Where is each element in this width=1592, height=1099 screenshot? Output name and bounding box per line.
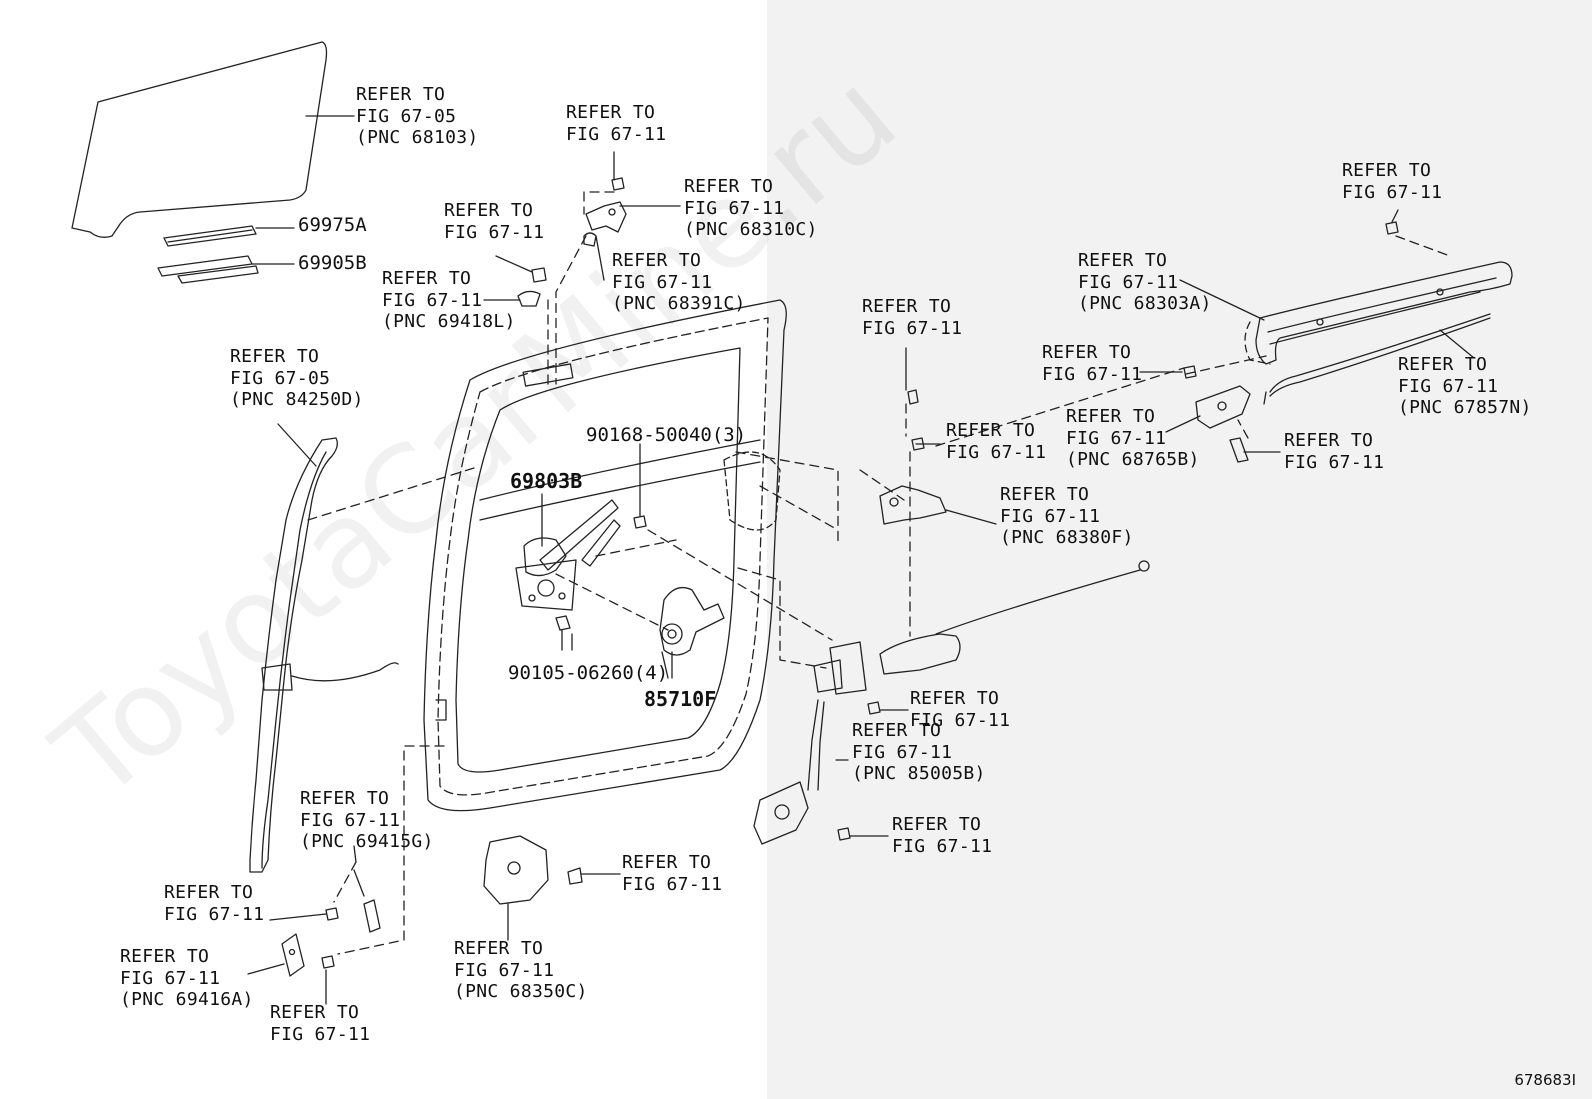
part-number-90105-06260: 90105-06260(4) [508, 662, 669, 684]
rail-bolt-top [1386, 222, 1398, 234]
ref-label-top-bolt: REFER TO FIG 67-11 [566, 102, 667, 145]
ref-label-upper-hinge: REFER TO FIG 67-11 (PNC 68310C) [684, 176, 818, 240]
part-number-85710F: 85710F [644, 687, 717, 711]
glass-run-channel-b [158, 256, 258, 283]
assembly-guide-lines [308, 192, 1450, 954]
figure-id: 678683I [1514, 1071, 1576, 1089]
ref-label-lower-hinge-bolt: REFER TO FIG 67-11 [622, 852, 723, 895]
roller-part [1184, 366, 1250, 462]
regulator-bolt-lower [556, 616, 570, 650]
ref-label-roller: REFER TO FIG 67-11 (PNC 68765B) [1066, 406, 1200, 470]
door-striker-part [354, 870, 380, 932]
ref-label-bottom-bolt-bottom: REFER TO FIG 67-11 [270, 1002, 371, 1045]
ref-label-stopper: REFER TO FIG 67-11 (PNC 69418L) [382, 268, 516, 332]
stopper-part [518, 268, 546, 306]
ref-label-roller-pin: REFER TO FIG 67-11 [1284, 430, 1385, 473]
lower-hinge-part [484, 836, 582, 904]
ref-label-striker: REFER TO FIG 67-11 (PNC 69415G) [300, 788, 434, 852]
upper-rail-part [1245, 262, 1512, 364]
glass-run-channel-a [164, 226, 256, 246]
bottom-plate-part [282, 908, 338, 976]
ref-label-lock: REFER TO FIG 67-11 (PNC 85005B) [852, 720, 986, 784]
rail-cable-part [1264, 314, 1490, 404]
ref-label-bottom-bolt-top: REFER TO FIG 67-11 [164, 882, 265, 925]
upper-hinge-part [584, 178, 626, 246]
ref-label-upper-rail: REFER TO FIG 67-11 (PNC 68303A) [1078, 250, 1212, 314]
door-panel-part [424, 300, 786, 811]
part-number-69905B: 69905B [298, 252, 367, 274]
part-number-90168-50040: 90168-50040(3) [586, 424, 747, 446]
ref-label-lower-hinge: REFER TO FIG 67-11 (PNC 68350C) [454, 938, 588, 1002]
door-weatherstrip-part [250, 438, 398, 872]
ref-label-hinge-pin: REFER TO FIG 67-11 (PNC 68391C) [612, 250, 746, 314]
ref-label-lock-lower-bolt: REFER TO FIG 67-11 [892, 814, 993, 857]
part-number-69975A: 69975A [298, 214, 367, 236]
ref-label-left-bolt: REFER TO FIG 67-11 [444, 200, 545, 243]
window-regulator-motor-part [660, 588, 724, 678]
lock-bolts [838, 702, 880, 840]
window-regulator-part [516, 500, 620, 610]
ref-label-mid-bolt: REFER TO FIG 67-11 [862, 296, 963, 339]
leader-lines [248, 116, 1474, 1004]
ref-label-rail-bolt-top: REFER TO FIG 67-11 [1342, 160, 1443, 203]
door-lock-part [754, 561, 1149, 844]
ref-label-roller-bolt: REFER TO FIG 67-11 [946, 420, 1047, 463]
ref-label-cable: REFER TO FIG 67-11 (PNC 67857N) [1398, 354, 1532, 418]
ref-label-rail-nut: REFER TO FIG 67-11 [1042, 342, 1143, 385]
ref-label-weatherstrip: REFER TO FIG 67-05 (PNC 84250D) [230, 346, 364, 410]
ref-label-glass: REFER TO FIG 67-05 (PNC 68103) [356, 84, 479, 148]
part-number-69803B: 69803B [510, 469, 583, 493]
door-glass-part [72, 42, 327, 237]
ref-label-lock-bolt: REFER TO FIG 67-11 [910, 688, 1011, 731]
center-hinge-part [880, 390, 946, 524]
ref-label-center-hinge: REFER TO FIG 67-11 (PNC 68380F) [1000, 484, 1134, 548]
ref-label-bottom-plate: REFER TO FIG 67-11 (PNC 69416A) [120, 946, 254, 1010]
regulator-bolt-upper [634, 462, 646, 528]
right-panel-background [767, 0, 1592, 1099]
